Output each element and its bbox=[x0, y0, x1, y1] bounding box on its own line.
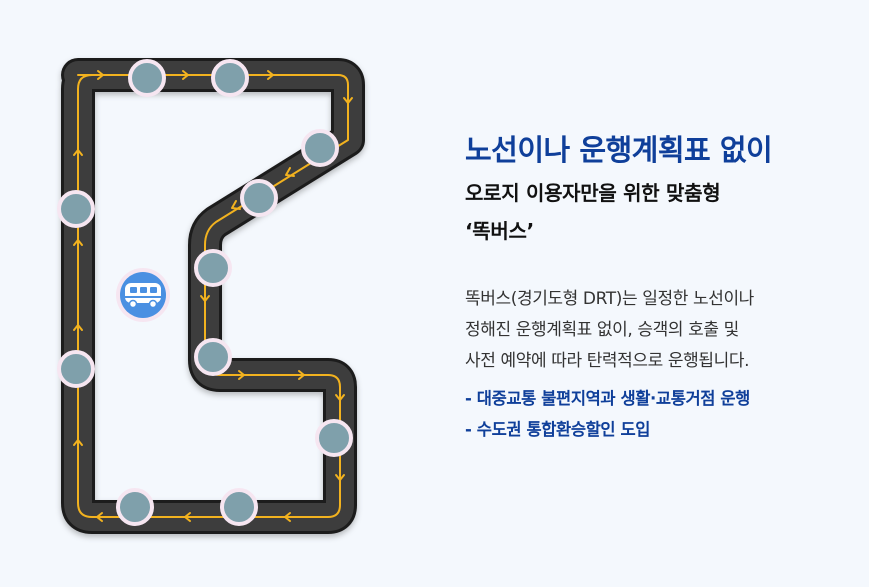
bus-stop-marker bbox=[57, 350, 95, 388]
info-text: 노선이나 운행계획표 없이 오로지 이용자만을 위한 맞춤형 ‘똑버스’ 똑버스… bbox=[465, 128, 855, 445]
feature-item: - 대중교통 불편지역과 생활·교통거점 운행 bbox=[465, 389, 750, 408]
arrow-icon bbox=[73, 324, 83, 331]
lane-line bbox=[77, 74, 349, 518]
arrow-icon bbox=[343, 97, 353, 104]
bus-icon bbox=[125, 283, 161, 309]
arrow-icon bbox=[284, 512, 291, 522]
bus-stop-marker bbox=[116, 488, 154, 526]
arrow-icon bbox=[97, 70, 104, 80]
arrow-icon bbox=[184, 512, 191, 522]
bus-stop-marker bbox=[128, 59, 166, 97]
bus-stop-marker bbox=[194, 249, 232, 287]
feature-item: - 수도권 통합환승할인 도입 bbox=[465, 420, 651, 439]
arrow-icon bbox=[73, 439, 83, 446]
arrow-icon bbox=[73, 149, 83, 156]
description: 똑버스(경기도형 DRT)는 일정한 노선이나 정해진 운행계획표 없이, 승객… bbox=[465, 284, 855, 377]
description-line: 정해진 운행계획표 없이, 승객의 호출 및 bbox=[465, 320, 739, 340]
bus-stops bbox=[57, 59, 353, 526]
bus-stop-marker bbox=[220, 488, 258, 526]
subheadline: 오로지 이용자만을 위한 맞춤형 bbox=[465, 181, 721, 205]
arrow-icon bbox=[73, 239, 83, 246]
description-line: 사전 예약에 따라 탄력적으로 운행됩니다. bbox=[465, 351, 750, 371]
bus-stop-marker bbox=[240, 179, 278, 217]
arrow-icon bbox=[335, 394, 345, 401]
service-name: ‘똑버스’ bbox=[465, 219, 534, 243]
arrow-icon bbox=[231, 200, 241, 210]
arrow-icon bbox=[267, 70, 274, 80]
arrow-icon bbox=[200, 295, 210, 302]
bus-stop-marker bbox=[301, 129, 339, 167]
arrow-icon bbox=[238, 370, 245, 380]
bus-stop-marker bbox=[211, 59, 249, 97]
feature-list: - 대중교통 불편지역과 생활·교통거점 운행 - 수도권 통합환승할인 도입 bbox=[465, 383, 855, 445]
arrow-icon bbox=[335, 474, 345, 481]
bus-badge bbox=[116, 268, 170, 322]
description-line: 똑버스(경기도형 DRT)는 일정한 노선이나 bbox=[465, 289, 754, 309]
arrow-icon bbox=[285, 167, 295, 177]
arrow-icon bbox=[298, 370, 305, 380]
headline: 노선이나 운행계획표 없이 bbox=[465, 133, 773, 167]
bus-stop-marker bbox=[315, 419, 353, 457]
bus-stop-marker bbox=[57, 190, 95, 228]
direction-arrows bbox=[73, 70, 353, 522]
arrow-icon bbox=[182, 70, 189, 80]
bus-stop-marker bbox=[194, 338, 232, 376]
arrow-icon bbox=[96, 512, 103, 522]
route-map bbox=[57, 58, 365, 534]
